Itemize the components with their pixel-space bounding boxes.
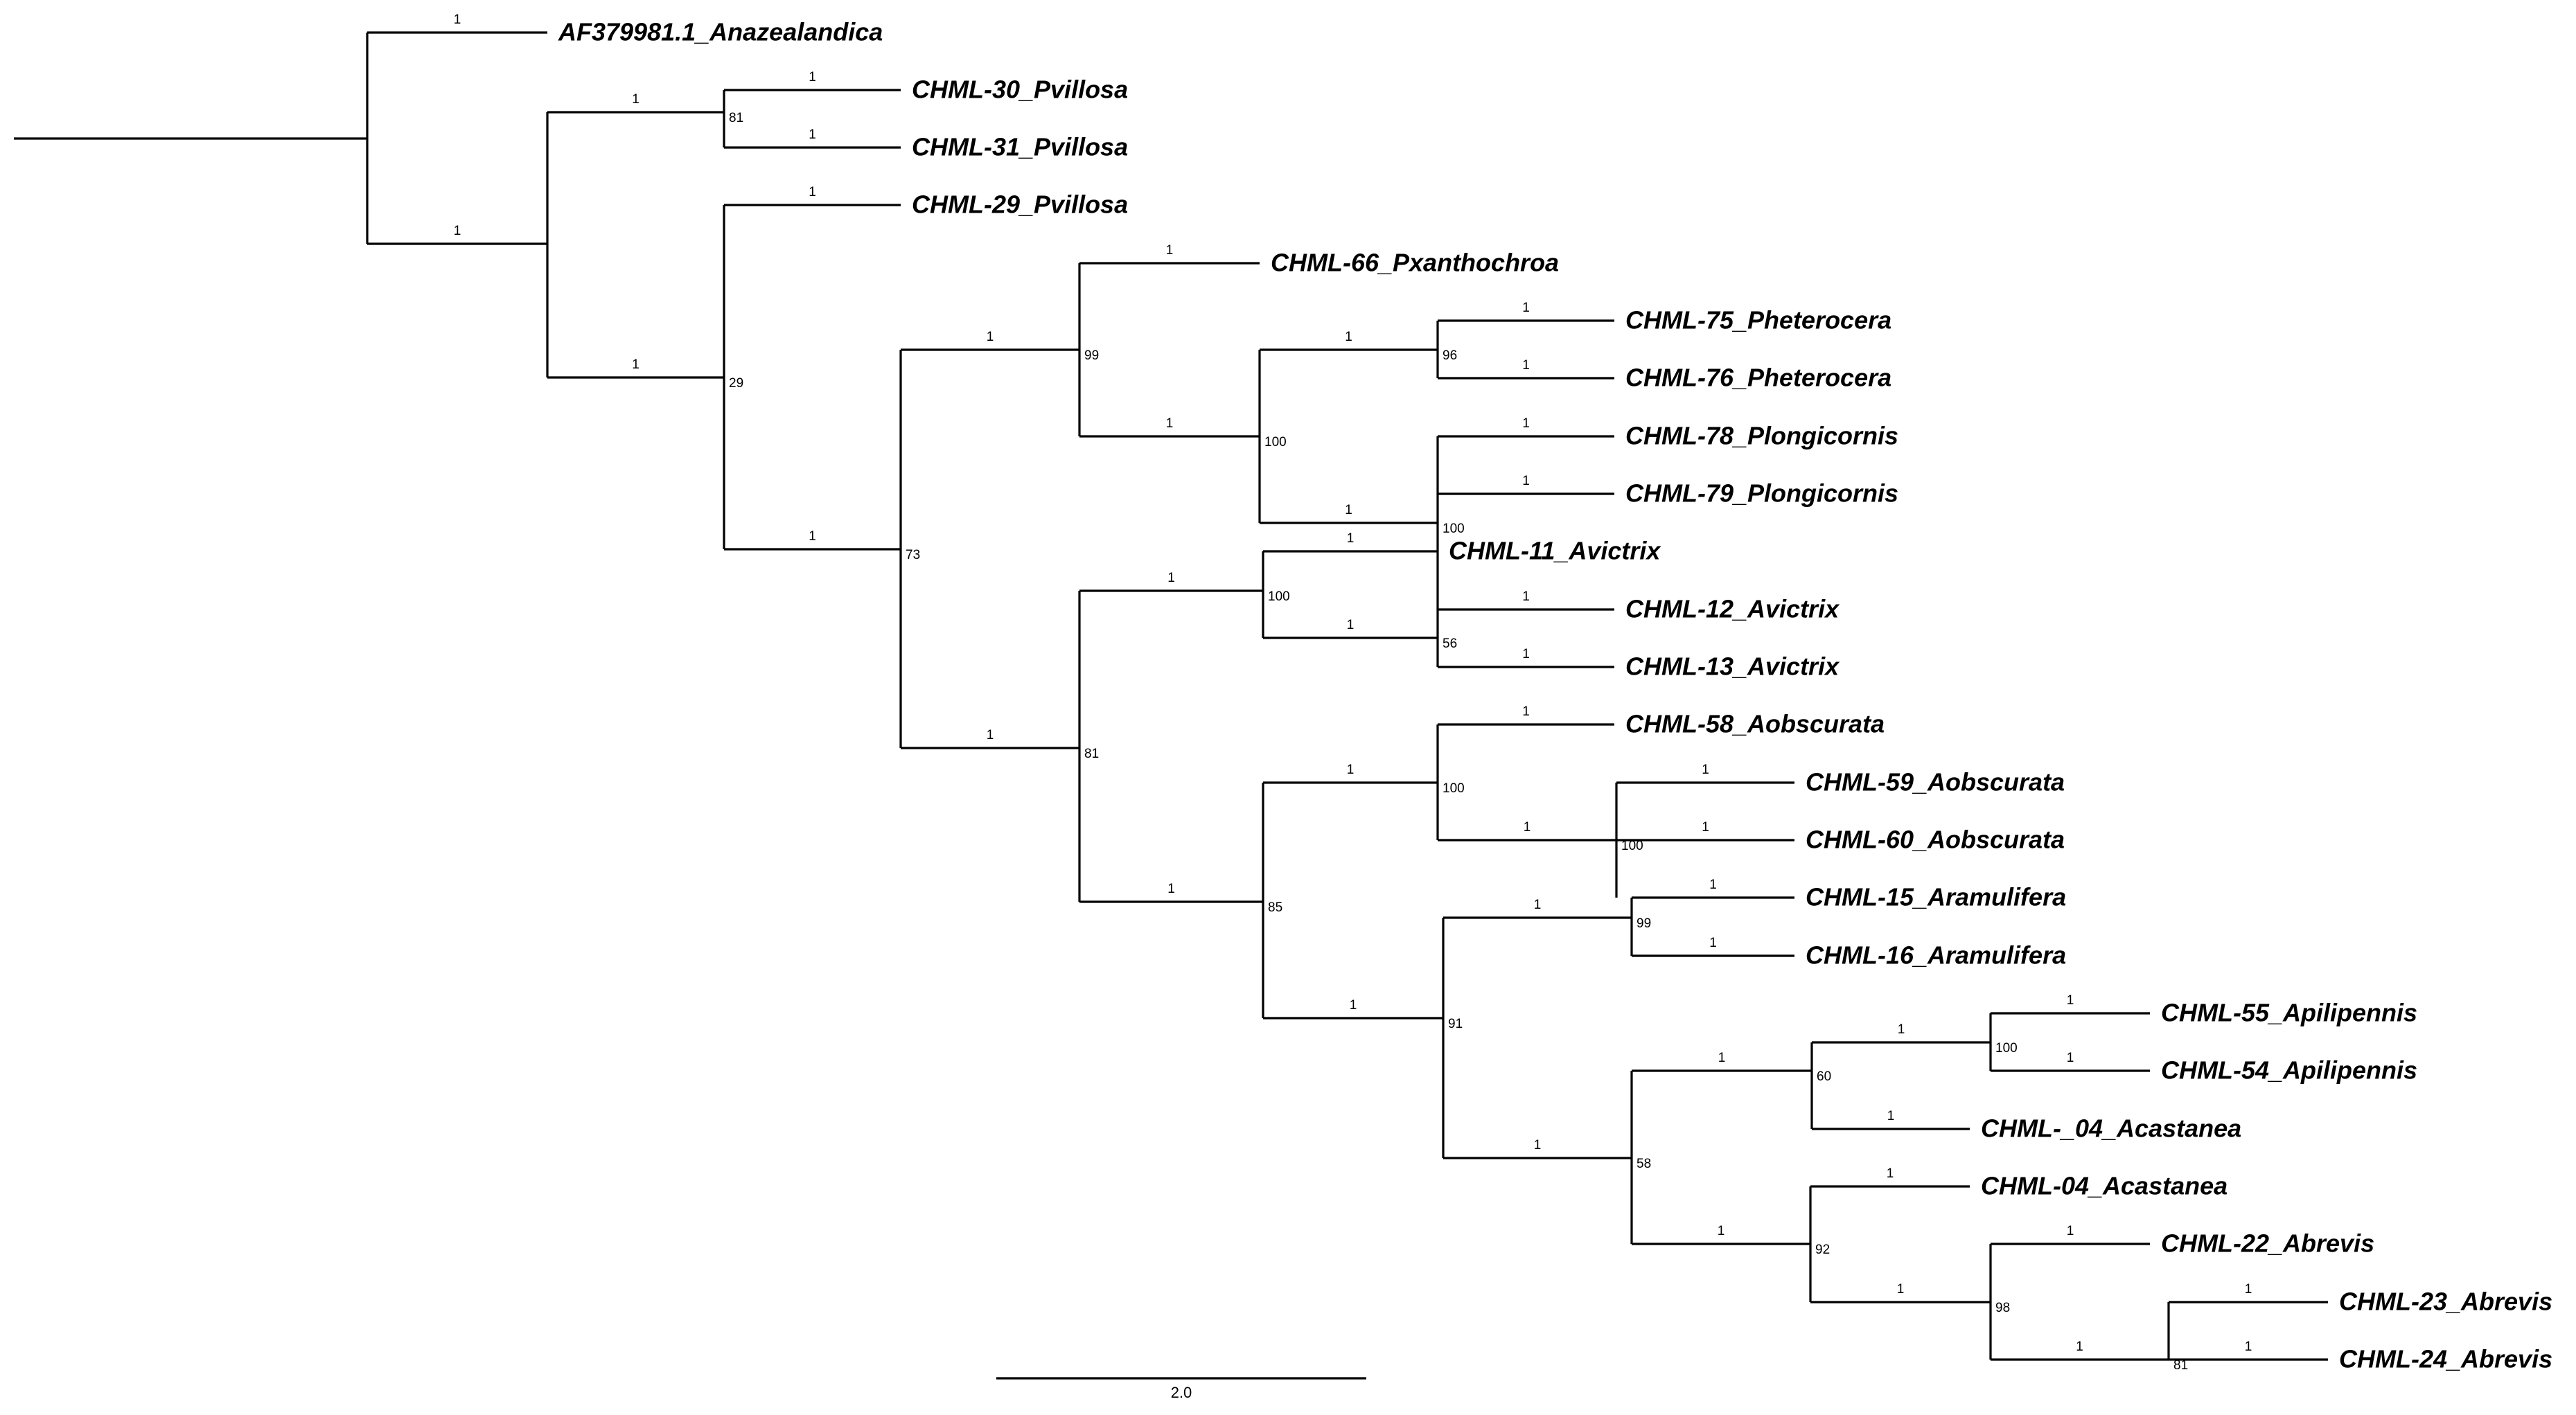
taxon-label: CHML-55_Apilipennis	[2161, 999, 2417, 1027]
taxon-label: CHML-15_Aramulifera	[1806, 883, 2066, 911]
taxon-label: CHML-78_Plongicornis	[1625, 422, 1898, 450]
branch-length-label: 1	[1522, 301, 1530, 315]
node-support-value: 100	[1621, 839, 1643, 853]
branch-length-label: 1	[1166, 416, 1174, 431]
branch-length-label: 1	[1887, 1166, 1894, 1181]
taxon-label: CHML-31_Pvillosa	[912, 133, 1128, 161]
node-support-value: 91	[1448, 1017, 1463, 1031]
taxon-label: CHML-30_Pvillosa	[912, 75, 1128, 104]
scale-bar-label: 2.0	[1171, 1384, 1192, 1401]
branch-length-label: 1	[1345, 503, 1352, 517]
branch-length-label: 1	[809, 529, 816, 544]
branch-length-label: 1	[1534, 898, 1542, 912]
node-support-value: 98	[1995, 1301, 2010, 1315]
branch-length-label: 1	[1347, 531, 1355, 546]
branch-length-label: 1	[1350, 998, 1357, 1013]
node-support-value: 73	[906, 548, 920, 562]
taxon-label: CHML-12_Avictrix	[1625, 595, 1840, 623]
node-support-value: 29	[729, 376, 743, 391]
branch-length-label: 1	[2067, 993, 2074, 1008]
node-support-value: 100	[1268, 589, 1290, 604]
node-support-value: 58	[1637, 1157, 1651, 1171]
branch-length-label: 1	[2076, 1340, 2083, 1354]
node-support-value: 99	[1084, 348, 1099, 363]
branch-length-label: 1	[454, 224, 461, 238]
branch-length-label: 1	[1709, 936, 1717, 950]
taxon-label: CHML-23_Abrevis	[2339, 1288, 2552, 1316]
branch-length-label: 1	[1897, 1282, 1905, 1297]
branch-length-label: 1	[1718, 1051, 1726, 1065]
branch-length-label: 1	[809, 185, 816, 199]
branch-length-label: 1	[1522, 358, 1530, 373]
branch-length-label: 1	[2245, 1340, 2252, 1354]
node-support-value: 96	[1443, 348, 1457, 363]
branch-length-label: 1	[1534, 1138, 1542, 1153]
branch-length-label: 1	[1887, 1109, 1895, 1123]
branch-length-label: 1	[1347, 763, 1355, 777]
taxon-label: CHML-04_Acastanea	[1981, 1172, 2227, 1200]
node-support-value: 100	[1443, 781, 1465, 796]
node-support-value: 100	[1995, 1041, 2018, 1056]
branch-length-label: 1	[1345, 330, 1352, 344]
branch-length-label: 1	[1522, 704, 1530, 719]
branch-length-label: 1	[2067, 1224, 2074, 1238]
branch-length-label: 1	[809, 70, 816, 84]
node-support-value: 60	[1817, 1069, 1831, 1084]
branch-length-label-layer: 1 1 1 1 1 1 1 1 1 1 1 1 1 1 1 1 1 1 1 1 1 1 1 1 1 1 1 1 1 1 1 1 1 1 1 1 1 1 1 1…	[454, 12, 2252, 1354]
branch-length-label: 1	[1522, 474, 1530, 488]
scale-bar-layer: 2.0	[996, 1377, 1366, 1401]
taxon-label: CHML-60_Aobscurata	[1806, 826, 2065, 854]
node-support-value: 81	[2173, 1358, 2188, 1373]
branch-length-label: 1	[1718, 1224, 1725, 1238]
branch-length-label: 1	[1702, 820, 1709, 835]
support-value-layer: 81 29 73 99 100 96 100 81 100 56 85 100 100 91 99 58 60 1…	[729, 111, 2188, 1373]
taxon-label: CHML-54_Apilipennis	[2161, 1056, 2417, 1085]
node-connector-layer	[366, 33, 2170, 1360]
taxon-label: CHML-22_Abrevis	[2161, 1229, 2374, 1258]
taxon-label: CHML-59_Aobscurata	[1806, 768, 2065, 797]
node-support-value: 81	[1084, 747, 1099, 761]
branch-length-label: 1	[1524, 820, 1531, 835]
branch-length-label: 1	[987, 728, 994, 742]
branch-length-label: 1	[1167, 571, 1175, 585]
branch-length-label: 1	[1522, 647, 1530, 661]
branch-length-label: 1	[1347, 618, 1355, 632]
taxon-label: CHML-_04_Acastanea	[1981, 1114, 2241, 1143]
branch-length-label: 1	[1522, 416, 1530, 431]
taxon-label: CHML-76_Pheterocera	[1625, 364, 1891, 392]
branch-length-label: 1	[1709, 878, 1717, 892]
taxon-label: CHML-58_Aobscurata	[1625, 710, 1885, 738]
taxon-label: CHML-79_Plongicornis	[1625, 479, 1898, 508]
branch-length-label: 1	[2067, 1051, 2074, 1065]
taxon-label: CHML-11_Avictrix	[1449, 537, 1661, 565]
node-support-value: 85	[1268, 900, 1282, 915]
branch-length-label: 1	[1522, 589, 1530, 604]
taxon-label: CHML-24_Abrevis	[2339, 1345, 2552, 1373]
branch-length-label: 1	[809, 127, 816, 142]
taxon-label: CHML-75_Pheterocera	[1625, 306, 1891, 335]
node-support-value: 99	[1637, 916, 1651, 931]
branch-length-label: 1	[454, 12, 461, 27]
branch-length-label: 1	[1898, 1022, 1905, 1037]
branch-length-label: 1	[2245, 1282, 2252, 1297]
taxon-label: CHML-16_Aramulifera	[1806, 941, 2066, 970]
node-support-value: 81	[729, 111, 743, 125]
taxon-label: CHML-29_Pvillosa	[912, 190, 1128, 219]
taxon-label: AF379981.1_Anazealandica	[558, 18, 883, 46]
branch-length-label: 1	[632, 357, 639, 372]
branch-length-label: 1	[987, 330, 994, 344]
branch-length-label: 1	[1167, 882, 1175, 896]
node-support-value: 100	[1264, 435, 1287, 450]
node-support-value: 92	[1815, 1243, 1830, 1257]
branch-length-label: 1	[1166, 243, 1174, 258]
branch-length-label: 1	[1702, 763, 1709, 777]
node-support-value: 100	[1443, 522, 1465, 536]
taxon-label: CHML-13_Avictrix	[1625, 652, 1840, 681]
taxon-label-layer: AF379981.1_AnazealandicaCHML-30_Pvillosa…	[558, 18, 2552, 1373]
branch-layer	[14, 31, 2328, 1361]
node-support-value: 56	[1443, 637, 1457, 651]
taxon-label: CHML-66_Pxanthochroa	[1271, 249, 1559, 277]
branch-length-label: 1	[632, 92, 639, 107]
